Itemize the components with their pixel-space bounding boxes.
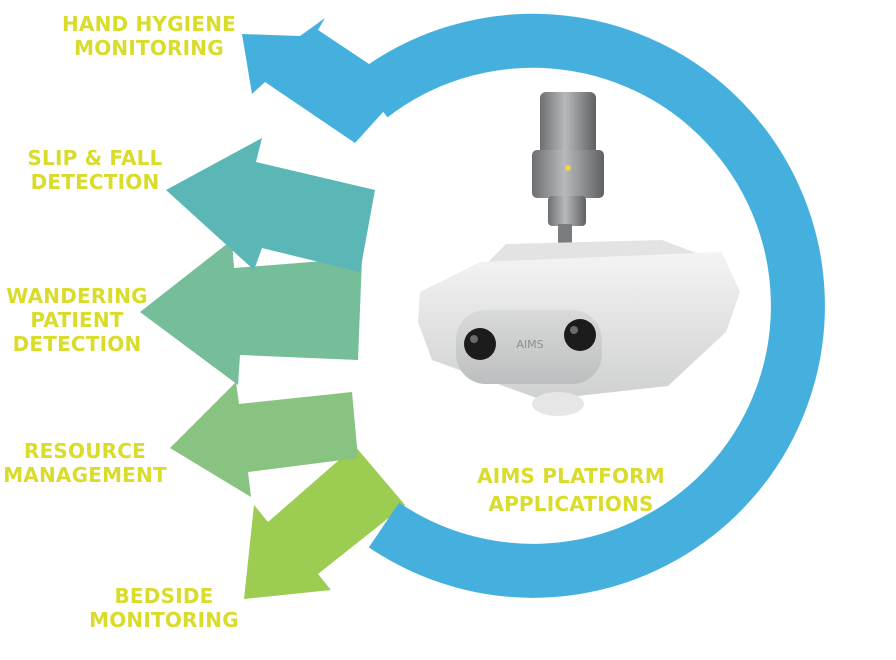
bottom-sensor bbox=[532, 392, 584, 416]
label-bedside-monitoring: BEDSIDE MONITORING bbox=[76, 584, 252, 632]
label-slip-fall-detection: SLIP & FALL DETECTION bbox=[0, 146, 190, 194]
lens-glint-left bbox=[470, 335, 478, 343]
arrow-hand bbox=[242, 18, 405, 143]
mount-stem bbox=[548, 196, 586, 226]
label-line: PATIENT bbox=[30, 308, 124, 332]
arrow-bedside bbox=[244, 446, 405, 599]
aims-sensor-device: AIMS bbox=[418, 92, 740, 416]
mount-collar bbox=[532, 150, 604, 198]
center-label-line: APPLICATIONS bbox=[488, 492, 654, 516]
label-line: SLIP & FALL bbox=[27, 146, 163, 170]
label-wandering-patient-detection: WANDERING PATIENT DETECTION bbox=[0, 284, 172, 356]
mount-indicator bbox=[565, 165, 571, 171]
label-line: HAND HYGIENE bbox=[61, 12, 237, 36]
center-label: AIMS PLATFORM APPLICATIONS bbox=[456, 462, 686, 518]
label-line: MONITORING bbox=[74, 36, 224, 60]
label-line: MONITORING bbox=[89, 608, 239, 632]
mount-neck bbox=[558, 224, 572, 248]
camera-lens-right bbox=[564, 319, 596, 351]
arrow-slip bbox=[166, 138, 375, 272]
label-line: BEDSIDE bbox=[114, 584, 214, 608]
center-label-line: AIMS PLATFORM bbox=[477, 464, 665, 488]
label-resource-management: RESOURCE MANAGEMENT bbox=[0, 439, 170, 487]
platform-ring bbox=[354, 13, 825, 598]
label-line: DETECTION bbox=[12, 332, 142, 356]
device-brand: AIMS bbox=[516, 338, 543, 351]
lens-glint-right bbox=[570, 326, 578, 334]
mount-rod bbox=[540, 92, 596, 158]
label-line: DETECTION bbox=[30, 170, 160, 194]
label-hand-hygiene-monitoring: HAND HYGIENE MONITORING bbox=[38, 12, 260, 60]
label-line: RESOURCE bbox=[23, 439, 147, 463]
label-line: WANDERING bbox=[6, 284, 148, 308]
label-line: MANAGEMENT bbox=[3, 463, 167, 487]
arrow-resource bbox=[170, 382, 358, 497]
arrow-wander bbox=[140, 240, 362, 385]
camera-lens-left bbox=[464, 328, 496, 360]
